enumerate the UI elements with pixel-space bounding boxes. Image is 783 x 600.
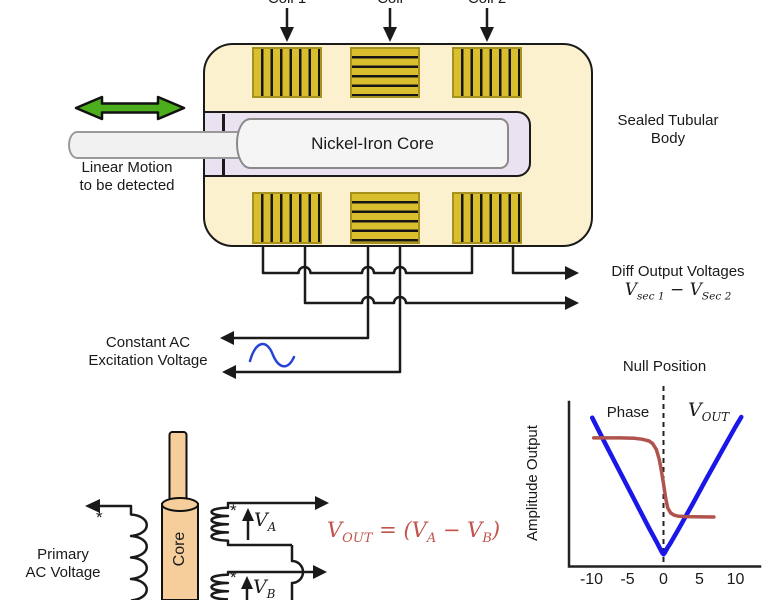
coil2-label: Coil 2 bbox=[447, 0, 527, 8]
schematic-core-cap bbox=[161, 497, 199, 512]
secondary-b-phase-dot: * bbox=[230, 568, 237, 587]
va-label: VA bbox=[254, 509, 277, 534]
vout-formula: VOUT = (VA − VB) bbox=[327, 518, 501, 547]
primary-coil-top bbox=[350, 47, 420, 98]
x-tick-10: 10 bbox=[726, 571, 745, 588]
null-position-label: Null Position bbox=[622, 358, 707, 375]
secondary-coil-2-top bbox=[452, 47, 522, 98]
push-rod bbox=[68, 131, 248, 159]
x-tick--5: -5 bbox=[620, 571, 635, 588]
sealed-body-label: Sealed Tubular Body bbox=[617, 112, 719, 147]
schematic-core-cylinder bbox=[161, 503, 199, 600]
primary-winding bbox=[85, 499, 148, 600]
output-wiring bbox=[220, 246, 579, 379]
lvdt-schematic bbox=[85, 431, 329, 600]
schematic-core-label: Core bbox=[171, 531, 188, 567]
phase-curve bbox=[591, 436, 716, 519]
secondary-coil-1-top bbox=[252, 47, 322, 98]
graph-axes bbox=[567, 400, 762, 568]
primary-coil-bottom bbox=[350, 192, 420, 244]
secondary-a-phase-dot: * bbox=[230, 501, 237, 520]
diff-output-formula: Vsec 1 − VSec 2 bbox=[624, 280, 732, 303]
vout-graph-label: VOUT bbox=[688, 399, 730, 424]
amplitude-output-label: Amplitude Output bbox=[524, 425, 541, 541]
secondary-coil-2-bottom bbox=[452, 192, 522, 244]
sine-wave-icon bbox=[248, 342, 296, 368]
coil-pointer-arrows bbox=[280, 8, 494, 42]
excitation-label: Constant AC Excitation Voltage bbox=[88, 334, 208, 369]
vout-curve bbox=[589, 414, 744, 557]
x-tick-5: 5 bbox=[695, 571, 704, 588]
coil-mid-label: Coil bbox=[350, 0, 430, 8]
x-tick--10: -10 bbox=[579, 571, 604, 588]
core-label: Nickel-Iron Core bbox=[311, 133, 434, 153]
va-arrowhead bbox=[242, 508, 254, 521]
vb-arrowhead bbox=[241, 576, 253, 589]
nickel-iron-core: Nickel-Iron Core bbox=[236, 118, 509, 169]
vb-label: VB bbox=[253, 576, 276, 600]
response-graph bbox=[567, 386, 762, 568]
coil1-label: Coil 1 bbox=[247, 0, 327, 8]
linear-motion-arrow-icon bbox=[74, 95, 186, 121]
linear-motion-label: Linear Motion to be detected bbox=[79, 159, 175, 194]
x-tick-0: 0 bbox=[659, 571, 668, 588]
schematic-rod bbox=[168, 431, 188, 507]
primary-phase-dot: * bbox=[96, 508, 103, 527]
primary-ac-label: Primary AC Voltage bbox=[25, 546, 101, 581]
secondary-winding-b bbox=[210, 565, 327, 600]
phase-label: Phase bbox=[606, 404, 650, 421]
diff-output-label: Diff Output Voltages Vsec 1 − VSec 2 bbox=[597, 263, 759, 305]
secondary-coil-1-bottom bbox=[252, 192, 322, 244]
